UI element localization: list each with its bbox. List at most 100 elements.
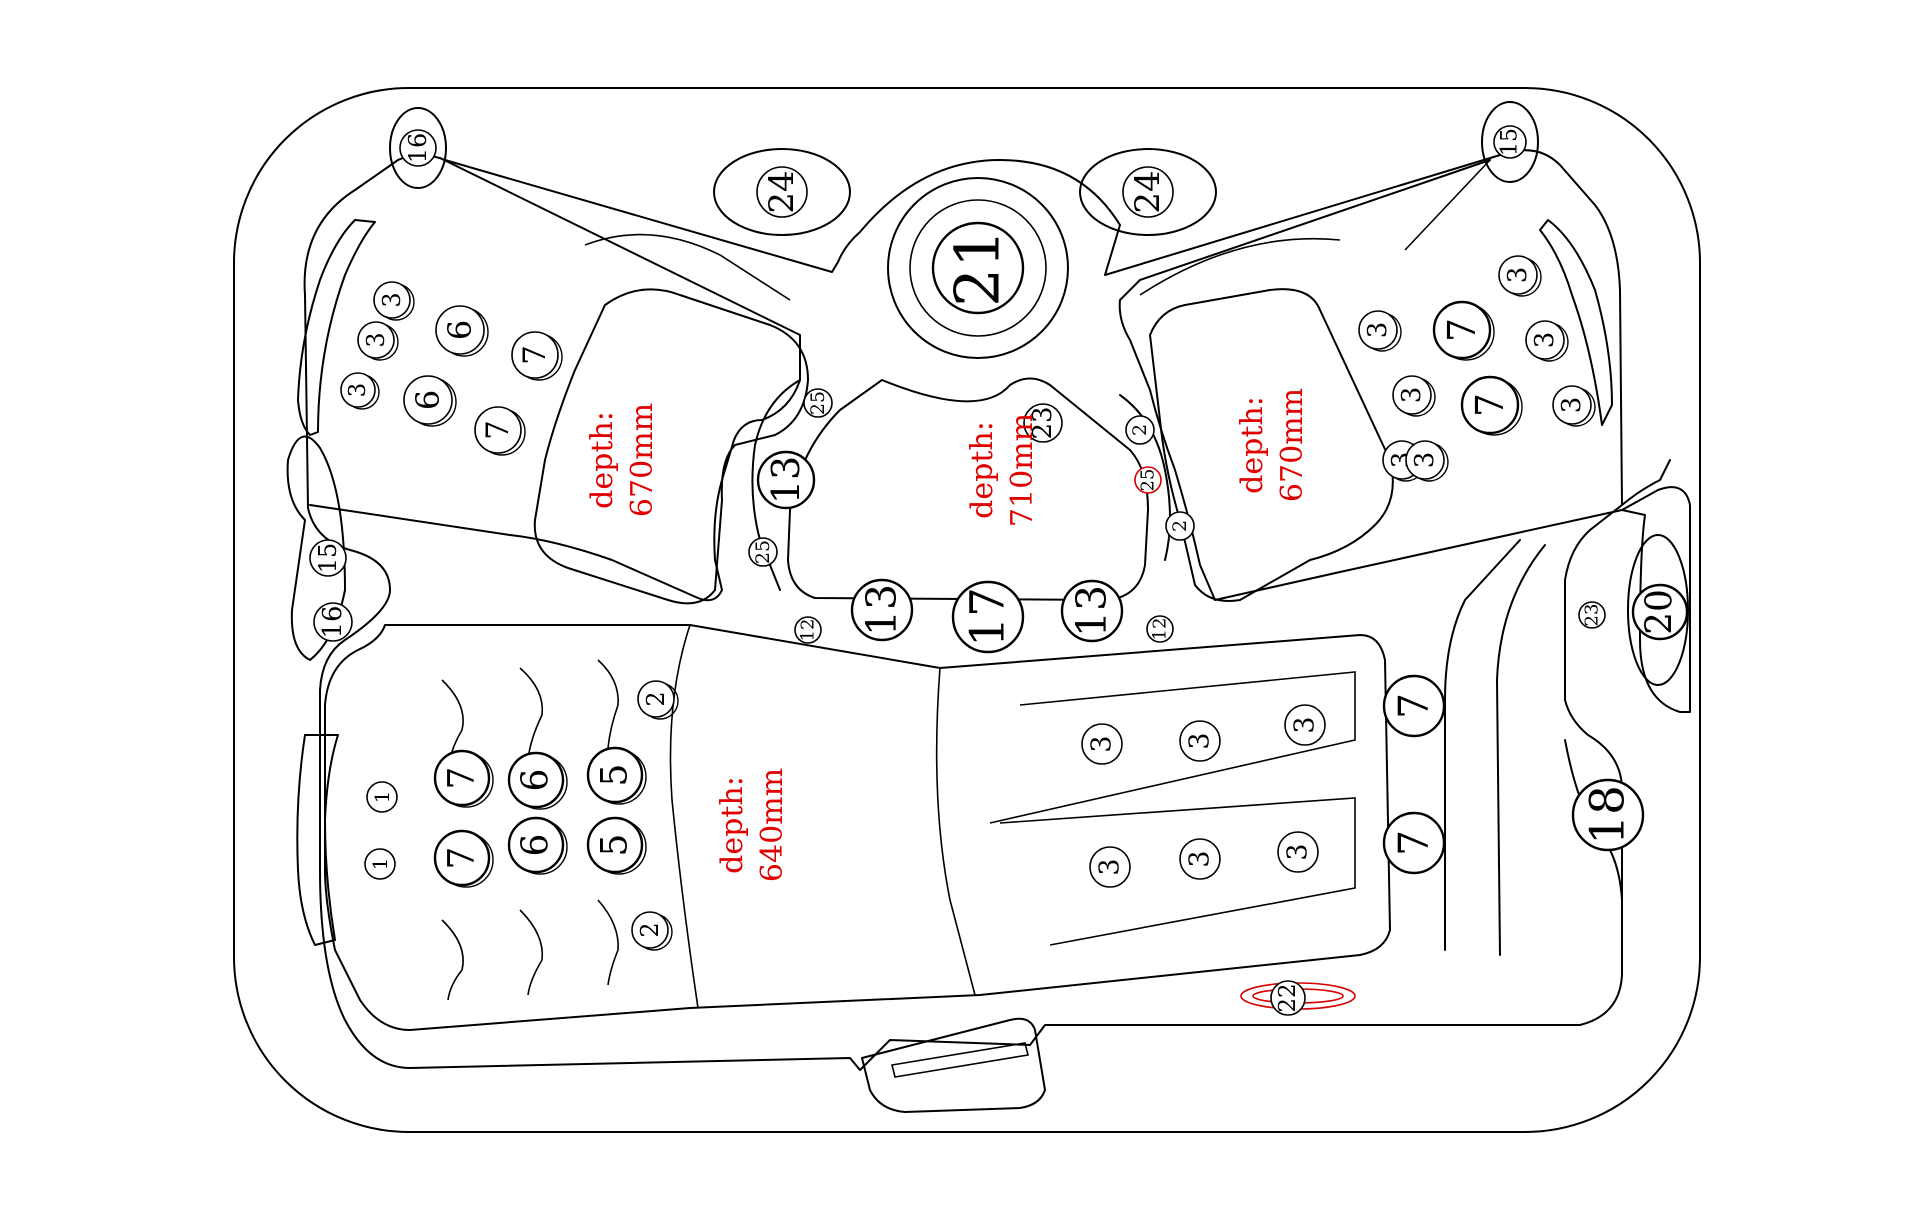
neck-wave-6 [597, 899, 619, 986]
callout-number: 22 [1275, 983, 1301, 1012]
callout-21: 21 [931, 221, 1025, 315]
callout-3: 3 [373, 281, 415, 321]
callout-3: 3 [1284, 704, 1326, 746]
callout-number: 6 [516, 834, 557, 857]
callout-7: 7 [433, 749, 494, 808]
callout-number: 6 [516, 769, 557, 792]
callout-3: 3 [1525, 320, 1569, 362]
callout-number: 5 [595, 764, 636, 787]
callout-25: 25 [803, 388, 833, 418]
callout-number: 2 [636, 922, 664, 937]
callout-number: 3 [1363, 322, 1393, 339]
lounger-body-divider [935, 667, 976, 996]
callout-number: 3 [1283, 843, 1314, 860]
callout-number: 1 [368, 858, 392, 871]
callout-number: 3 [1397, 387, 1427, 404]
neck-wave-2 [519, 667, 544, 761]
callout-25: 25 [748, 537, 778, 567]
callout-number: 13 [1068, 585, 1116, 637]
callout-number: 6 [409, 390, 447, 410]
callout-number: 3 [1185, 732, 1216, 749]
neck-wave-4 [441, 919, 464, 1001]
callout-18: 18 [1571, 778, 1645, 852]
right-upper-divider [1404, 159, 1491, 251]
depth-label-line2: 640mm [755, 768, 790, 882]
callout-number: 18 [1581, 785, 1636, 845]
callout-16: 16 [313, 602, 353, 642]
callout-5: 5 [586, 816, 647, 875]
depth-label-line1: depth: [1235, 396, 1270, 494]
callout-number: 3 [345, 383, 371, 398]
callout-number: 2 [1169, 520, 1191, 532]
callout-1: 1 [364, 848, 396, 880]
top-center-ring-inner [909, 199, 1047, 337]
right-side-rail [1621, 459, 1671, 506]
callout-number: 25 [752, 540, 774, 564]
callout-3: 3 [1179, 720, 1221, 762]
center-left-curve [751, 379, 801, 591]
callout-3: 3 [1089, 846, 1131, 888]
callout-number: 16 [404, 133, 432, 164]
callout-number: 15 [1498, 128, 1523, 156]
callout-7: 7 [1382, 674, 1446, 738]
left-top-handle [297, 219, 376, 436]
right-upper-cushion [1149, 288, 1394, 602]
callout-3: 3 [1081, 723, 1123, 765]
neck-wave-5 [519, 909, 544, 996]
callout-2: 2 [637, 680, 679, 720]
callout-3: 3 [1277, 831, 1319, 873]
callout-6: 6 [403, 375, 457, 427]
depth-label-line1: depth: [715, 776, 750, 874]
depth-label: depth:710mm [965, 413, 1040, 527]
callout-3: 3 [1392, 375, 1436, 417]
callout-number: 3 [1185, 850, 1216, 867]
callout-number: 12 [1150, 618, 1171, 641]
right-upper-seat [1118, 159, 1623, 601]
callout-6: 6 [507, 816, 568, 875]
callout-number: 17 [961, 587, 1016, 647]
bottom-lip-slot [891, 1042, 1029, 1078]
callout-number: 7 [1390, 830, 1438, 856]
callout-number: 7 [1468, 393, 1512, 417]
callout-3: 3 [357, 321, 399, 361]
callout-3: 3 [1358, 310, 1402, 352]
callout-3: 3 [1498, 255, 1542, 297]
left-upper-seat [309, 157, 801, 602]
depth-label-line1: depth: [965, 421, 1000, 519]
callout-number: 25 [1138, 469, 1159, 492]
callout-number: 12 [798, 619, 819, 642]
callout-7: 7 [511, 331, 563, 381]
callout-number: 24 [1128, 170, 1168, 213]
callout-number: 13 [858, 584, 906, 636]
callout-number: 7 [517, 345, 553, 365]
corner-pocket-top-right [1481, 101, 1539, 183]
callout-number: 23 [1582, 604, 1603, 627]
callout-number: 3 [1530, 332, 1560, 349]
callout-number: 3 [1410, 452, 1440, 469]
callout-number: 3 [1095, 858, 1126, 875]
top-center-ring-outer [887, 177, 1069, 359]
right-top-handle [1539, 219, 1613, 426]
callout-number: 1 [370, 791, 394, 804]
callout-17: 17 [951, 580, 1025, 654]
callout-number: 3 [362, 332, 390, 347]
depth-label: depth:670mm [1235, 388, 1310, 502]
callout-number: 7 [442, 767, 483, 790]
callout-6: 6 [435, 305, 489, 357]
callout-number: 25 [807, 391, 829, 415]
callout-16: 16 [399, 129, 437, 167]
callout-12: 12 [794, 616, 822, 644]
callout-number: 3 [1557, 397, 1587, 414]
callout-5: 5 [586, 746, 647, 805]
left-upper-arc [584, 233, 791, 301]
depth-label-line2: 670mm [625, 403, 660, 517]
callout-23: 23 [1578, 601, 1606, 629]
callout-13: 13 [1060, 579, 1124, 643]
left-side-pocket [286, 435, 346, 661]
depth-label: depth:670mm [585, 403, 660, 517]
left-upper-cushion [533, 288, 809, 605]
callout-number: 23 [1028, 406, 1058, 439]
